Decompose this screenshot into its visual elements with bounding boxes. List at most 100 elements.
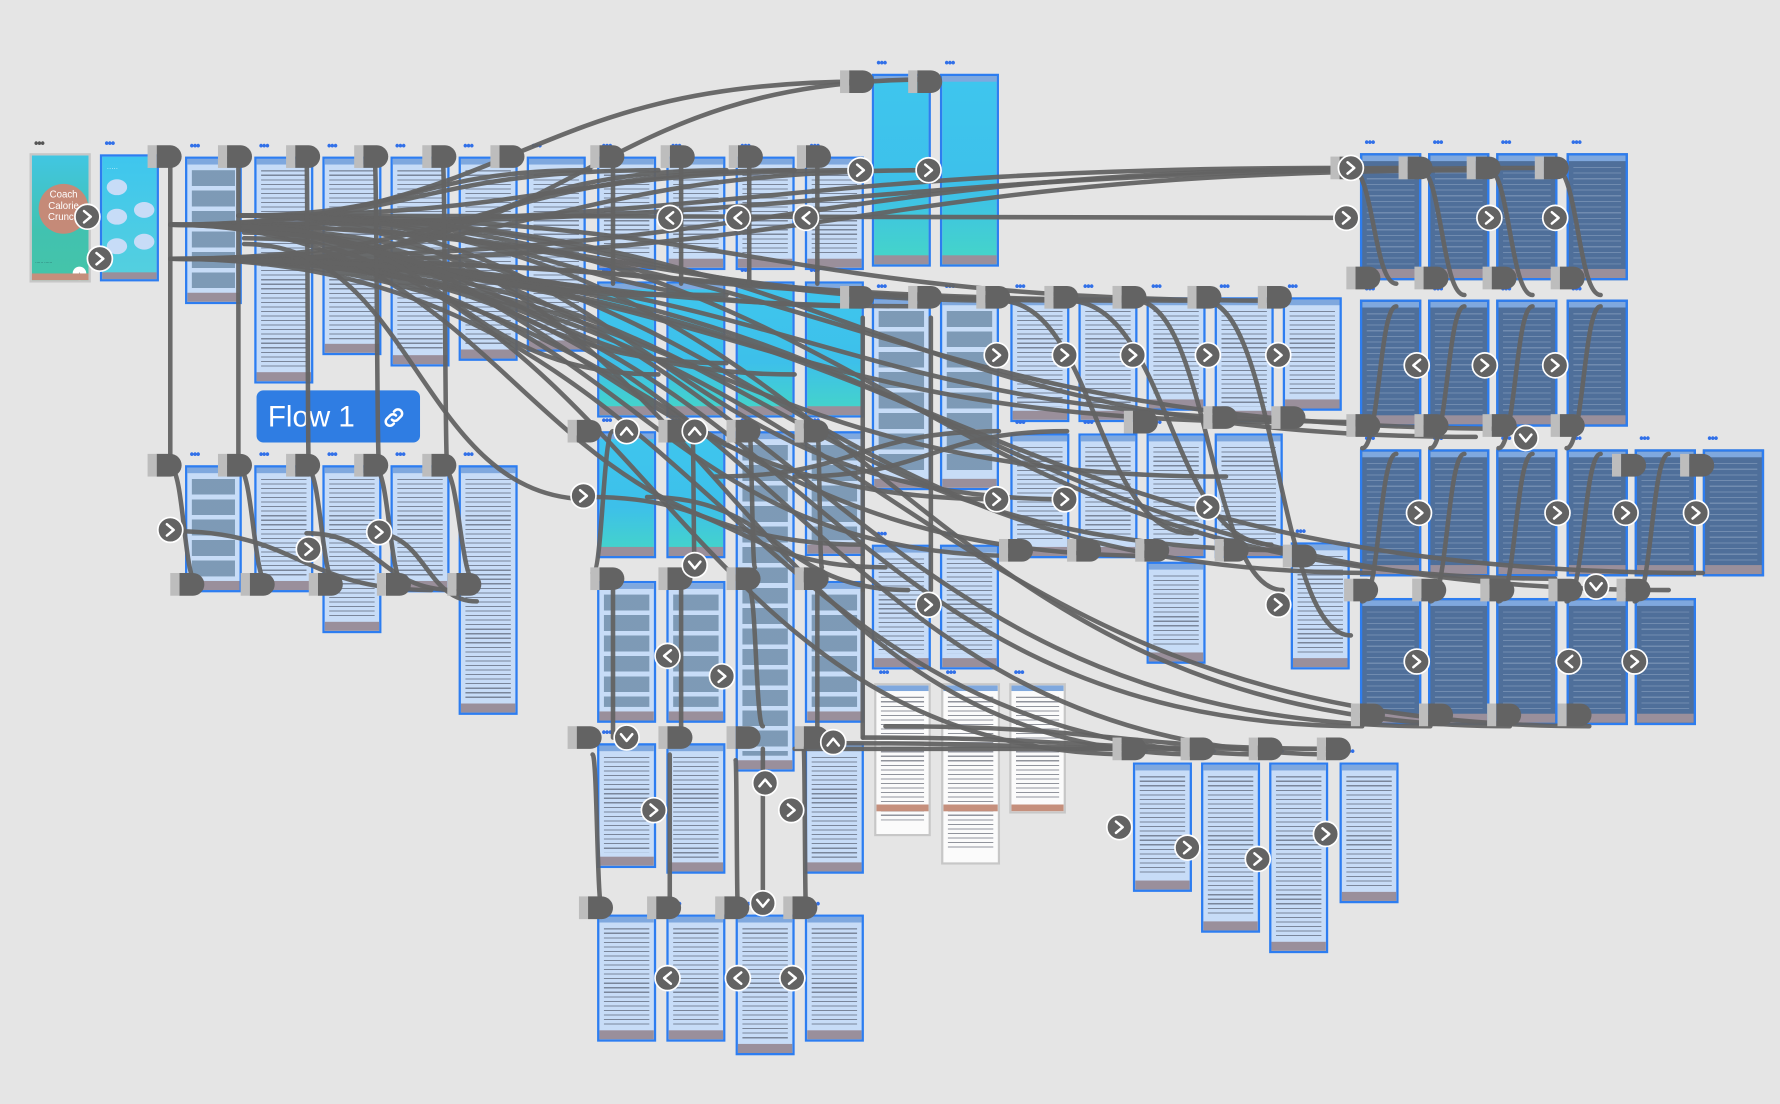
screen-frame[interactable] xyxy=(1360,449,1421,576)
screen-frame[interactable] xyxy=(1215,433,1283,558)
frame-menu-icon[interactable]: ••• xyxy=(809,416,819,425)
frame-menu-icon[interactable]: ••• xyxy=(602,267,612,276)
screen-frame[interactable] xyxy=(391,157,450,367)
screen-frame[interactable] xyxy=(597,281,656,417)
screen-frame[interactable] xyxy=(736,431,795,771)
screen-frame[interactable] xyxy=(736,157,795,270)
frame-menu-icon[interactable]: ••• xyxy=(946,668,956,677)
frame-menu-icon[interactable]: ••• xyxy=(740,142,750,151)
screen-frame[interactable] xyxy=(940,545,999,670)
frame-menu-icon[interactable]: ••• xyxy=(1274,748,1284,757)
frame-menu-icon[interactable]: ••• xyxy=(1295,528,1305,537)
frame-menu-icon[interactable]: ••• xyxy=(671,267,681,276)
screen-frame[interactable] xyxy=(736,281,795,417)
screen-frame[interactable] xyxy=(185,157,242,305)
screen-frame[interactable] xyxy=(1496,449,1557,576)
screen-frame[interactable] xyxy=(1009,683,1066,813)
frame-menu-icon[interactable]: ••• xyxy=(809,728,819,737)
frame-menu-icon[interactable]: ••• xyxy=(190,450,200,459)
frame-menu-icon[interactable]: ••• xyxy=(1287,283,1297,292)
screen-frame[interactable] xyxy=(1147,562,1206,664)
frame-menu-icon[interactable]: ••• xyxy=(1571,435,1581,444)
frame-menu-icon[interactable]: ••• xyxy=(1219,283,1229,292)
frame-menu-icon[interactable]: ••• xyxy=(395,142,405,151)
screen-frame[interactable] xyxy=(254,465,313,592)
menu-bubble[interactable] xyxy=(134,234,154,250)
frame-menu-icon[interactable]: ••• xyxy=(1365,285,1375,294)
menu-bubble[interactable] xyxy=(107,209,127,225)
screen-frame[interactable] xyxy=(1340,763,1399,904)
frame-menu-icon[interactable]: ••• xyxy=(1137,748,1147,757)
frame-menu-icon[interactable]: ••• xyxy=(602,142,612,151)
screen-frame[interactable] xyxy=(597,157,656,270)
frame-menu-icon[interactable]: ••• xyxy=(740,416,750,425)
frame-menu-icon[interactable]: ••• xyxy=(602,728,612,737)
frame-menu-icon[interactable]: ••• xyxy=(809,142,819,151)
frame-menu-icon[interactable]: ••• xyxy=(1219,419,1229,428)
screen-frame[interactable] xyxy=(597,743,656,868)
screen-frame[interactable] xyxy=(1428,449,1489,576)
screen-frame[interactable] xyxy=(805,915,864,1042)
frame-menu-icon[interactable]: ••• xyxy=(879,668,889,677)
frame-menu-icon[interactable]: ••• xyxy=(671,416,681,425)
screen-frame[interactable] xyxy=(666,743,725,873)
screen-frame[interactable] xyxy=(872,545,931,670)
frame-menu-icon[interactable]: ••• xyxy=(602,566,612,575)
frame-menu-icon[interactable]: ••• xyxy=(1083,419,1093,428)
screen-frame[interactable] xyxy=(1078,433,1137,558)
frame-menu-icon[interactable]: ••• xyxy=(944,530,954,539)
screen-frame[interactable] xyxy=(805,431,864,556)
frame-menu-icon[interactable]: ••• xyxy=(190,142,200,151)
screen-frame[interactable] xyxy=(666,915,725,1042)
screen-frame[interactable] xyxy=(459,465,518,715)
frame-menu-icon[interactable]: ••• xyxy=(876,530,886,539)
screen-frame[interactable] xyxy=(459,157,518,361)
frame-menu-icon[interactable]: ••• xyxy=(1501,583,1511,592)
frame-menu-icon[interactable]: ••• xyxy=(809,267,819,276)
frame-menu-icon[interactable]: ••• xyxy=(602,416,612,425)
frame-menu-icon[interactable]: ••• xyxy=(671,566,681,575)
screen-frame[interactable] xyxy=(941,683,1000,865)
screen-frame[interactable] xyxy=(1078,297,1137,422)
screen-frame[interactable] xyxy=(322,465,381,633)
screen-frame[interactable] xyxy=(666,157,725,270)
frame-menu-icon[interactable]: ••• xyxy=(944,59,954,68)
screen-frame[interactable] xyxy=(940,74,999,267)
screen-frame[interactable] xyxy=(1567,300,1628,427)
screen-frame[interactable] xyxy=(1201,763,1260,933)
screen-frame[interactable] xyxy=(1496,300,1557,427)
frame-menu-icon[interactable]: ••• xyxy=(1433,435,1443,444)
frame-menu-icon[interactable]: ••• xyxy=(671,728,681,737)
frame-menu-icon[interactable]: ••• xyxy=(531,142,541,151)
screen-frame[interactable] xyxy=(1283,297,1342,410)
main-menu-frame[interactable]: ····· xyxy=(100,154,159,281)
frame-menu-icon[interactable]: ••• xyxy=(1151,283,1161,292)
frame-menu-icon[interactable]: ••• xyxy=(740,267,750,276)
frame-menu-icon[interactable]: ••• xyxy=(395,450,405,459)
frame-menu-icon[interactable]: ••• xyxy=(1571,583,1581,592)
screen-frame[interactable] xyxy=(874,683,931,836)
link-icon[interactable] xyxy=(381,405,406,430)
screen-frame[interactable] xyxy=(872,74,931,267)
frame-menu-icon[interactable]: ••• xyxy=(1365,435,1375,444)
frame-menu-icon[interactable]: ••• xyxy=(1433,138,1443,147)
screen-frame[interactable] xyxy=(254,157,313,384)
frame-menu-icon[interactable]: ••• xyxy=(1151,547,1161,556)
screen-frame[interactable] xyxy=(666,581,725,723)
frame-menu-icon[interactable]: ••• xyxy=(944,283,954,292)
screen-frame[interactable] xyxy=(1215,297,1274,422)
frame-menu-icon[interactable]: ••• xyxy=(1501,138,1511,147)
screen-frame[interactable] xyxy=(1567,449,1628,576)
screen-frame[interactable] xyxy=(1010,433,1069,558)
frame-menu-icon[interactable]: ••• xyxy=(740,900,750,909)
frame-menu-icon[interactable]: ••• xyxy=(671,142,681,151)
frame-menu-icon[interactable]: ••• xyxy=(1433,583,1443,592)
frame-menu-icon[interactable]: ••• xyxy=(327,450,337,459)
screen-frame[interactable] xyxy=(597,431,656,558)
screen-frame[interactable] xyxy=(1147,297,1206,410)
frame-menu-icon[interactable]: ••• xyxy=(1571,285,1581,294)
frame-menu-icon[interactable]: ••• xyxy=(1433,285,1443,294)
frame-menu-icon[interactable]: ••• xyxy=(1344,748,1354,757)
frame-menu-icon[interactable]: ••• xyxy=(1501,435,1511,444)
